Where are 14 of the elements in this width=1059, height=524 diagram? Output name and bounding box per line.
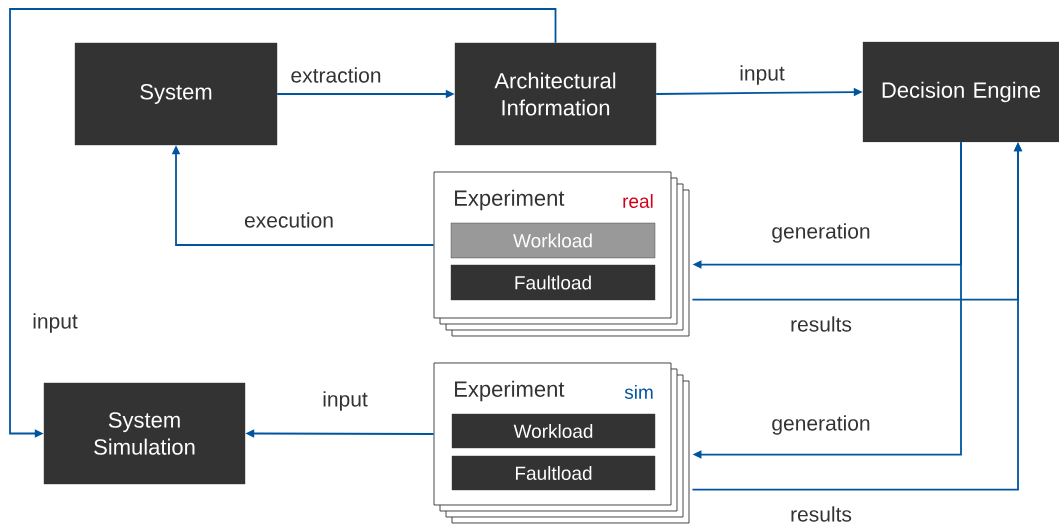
process-box: System Simulation xyxy=(43,382,246,485)
edge-label: generation xyxy=(770,222,872,244)
process-box: Decision Engine xyxy=(862,41,1059,143)
edge-label: extraction xyxy=(289,66,383,84)
edge-label: execution xyxy=(243,211,335,229)
edge-label: results xyxy=(789,505,853,523)
arrow xyxy=(9,8,557,438)
edge-label: input xyxy=(738,64,786,86)
process-box: Architectural Information xyxy=(454,42,657,146)
edge-label: generation xyxy=(770,414,872,436)
edge-label: results xyxy=(789,315,853,333)
process-box: System xyxy=(74,42,278,146)
edge-label: input xyxy=(321,390,369,412)
edge-label: input xyxy=(31,312,79,334)
